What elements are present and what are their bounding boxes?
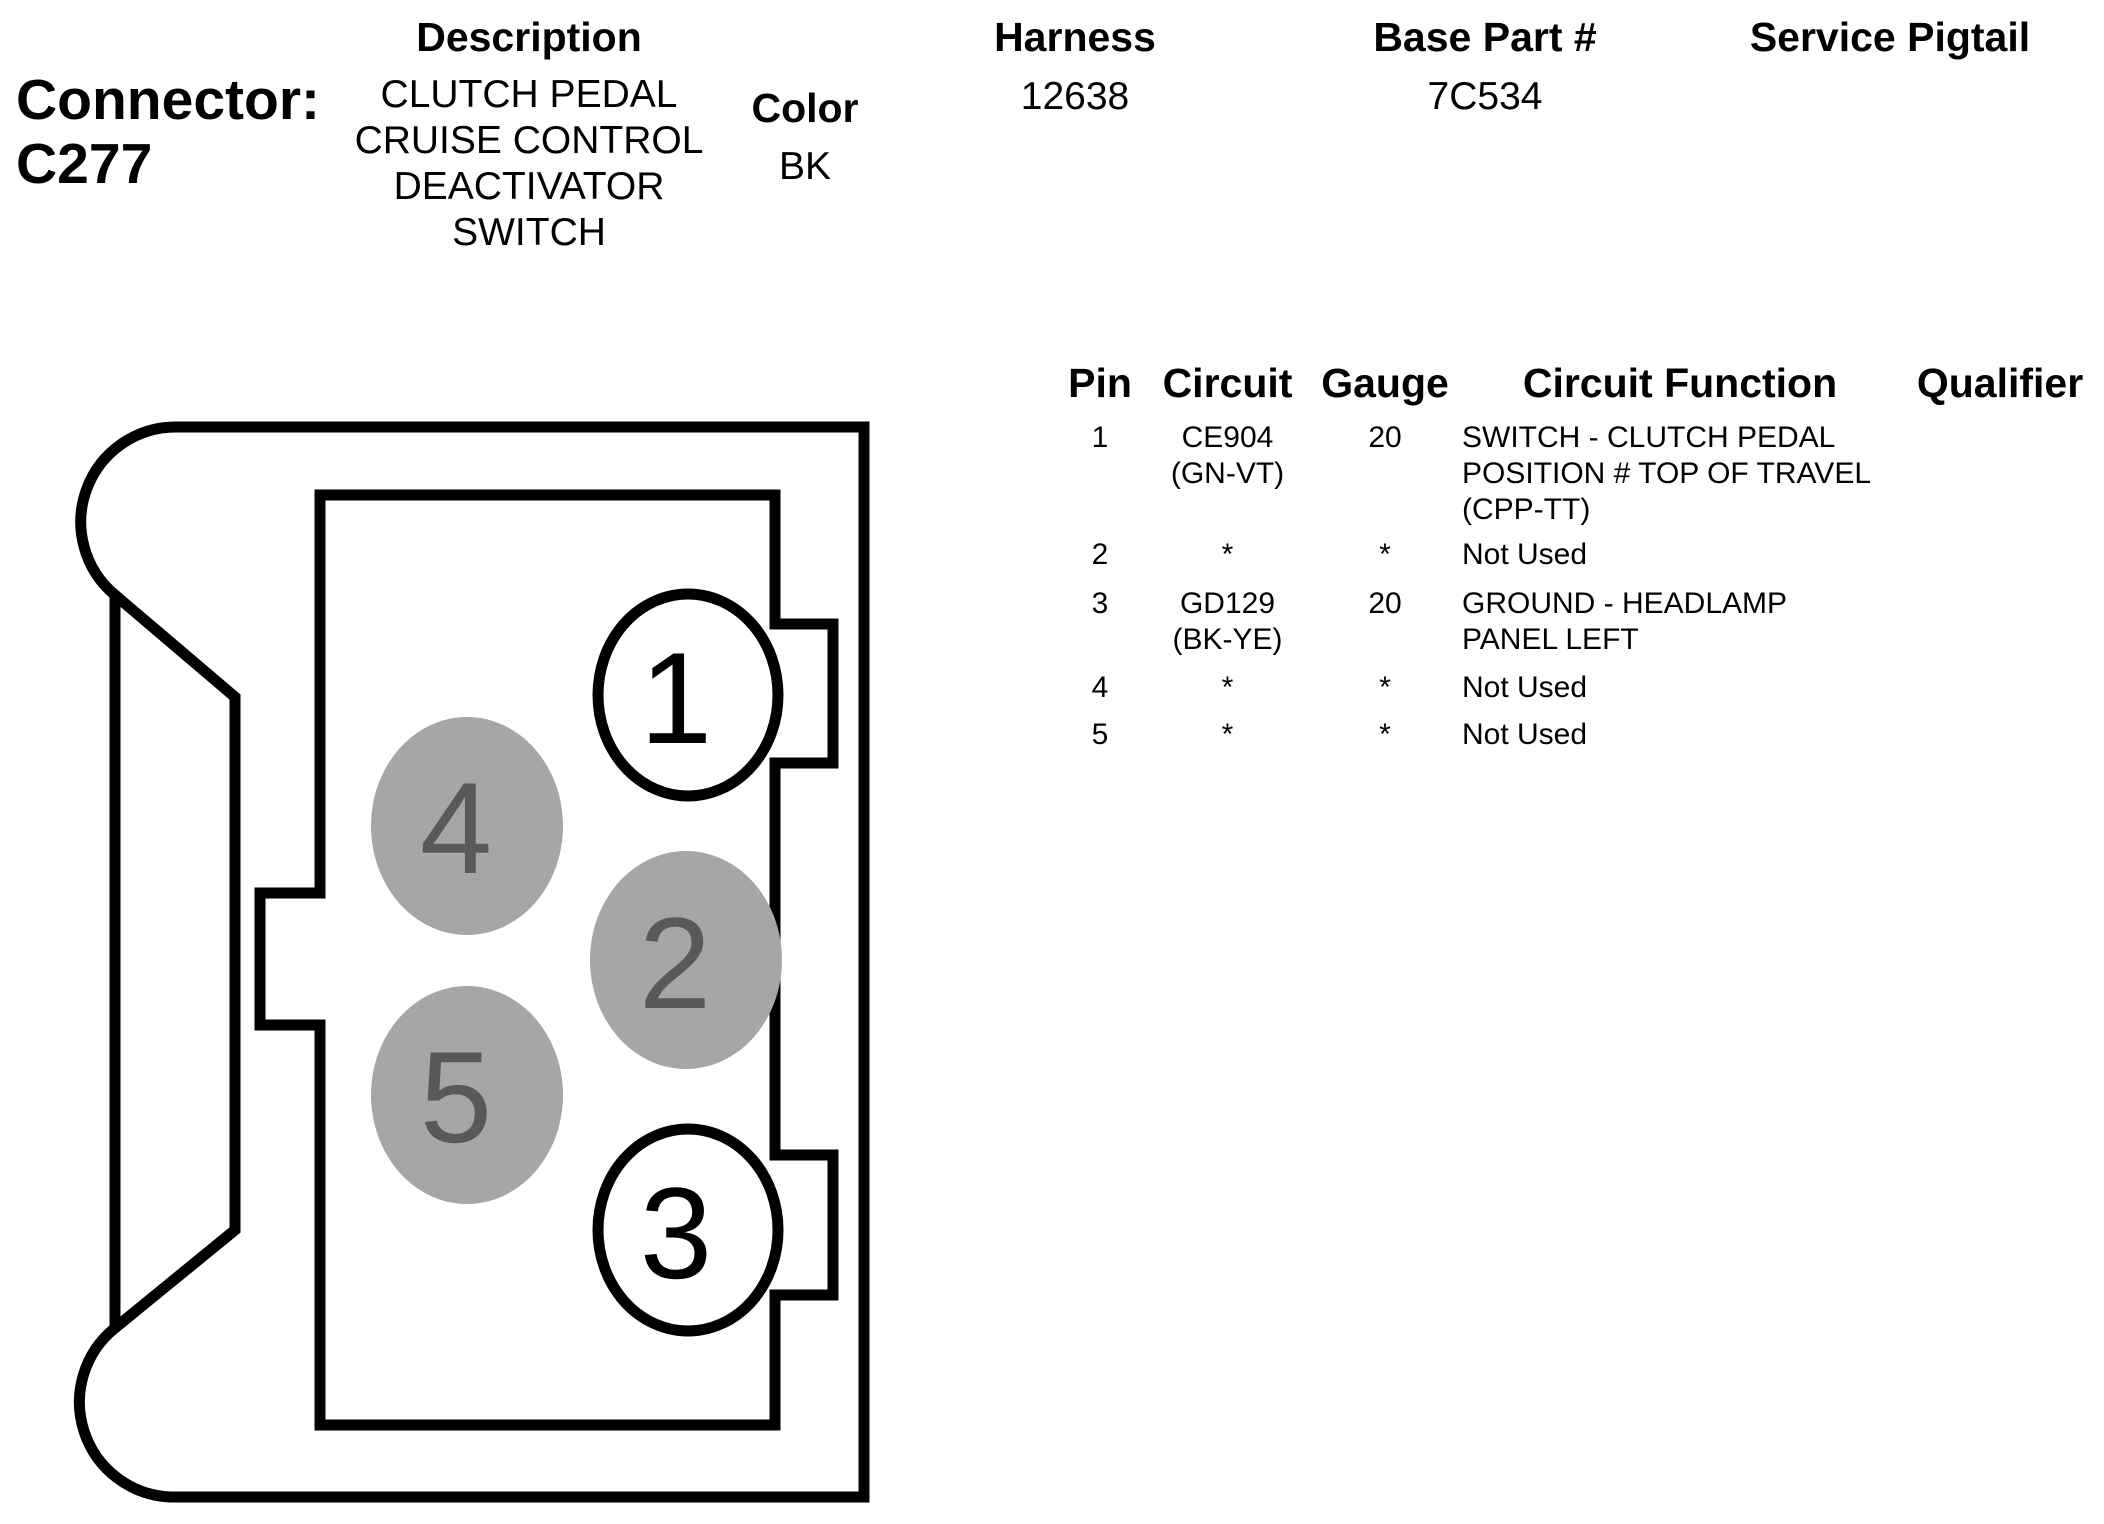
circuit-cell: *	[1221, 718, 1234, 751]
function-line: PANEL LEFT	[1462, 623, 1639, 656]
circuit-function-cell: Not Used	[1462, 718, 1588, 751]
pin-cell: 1	[1091, 421, 1109, 454]
pin-3-cavity	[592, 1123, 784, 1337]
pin-4-label: 4	[420, 755, 492, 901]
function-line: SWITCH - CLUTCH PEDAL	[1462, 421, 1836, 454]
pin-2: 2	[590, 851, 782, 1069]
circuit-function-cell: SWITCH - CLUTCH PEDAL POSITION # TOP OF …	[1462, 420, 1902, 528]
pin-2-cavity	[590, 851, 782, 1069]
base-part-header: Base Part #	[1373, 14, 1597, 60]
description-line: CLUTCH PEDAL	[380, 73, 678, 116]
connector-label: Connector:	[16, 68, 320, 132]
pin-2-label: 2	[639, 890, 711, 1036]
column-header-circuit: Circuit	[1162, 360, 1293, 406]
connector-inner-cavity	[254, 489, 839, 1431]
column-header-circuit-function: Circuit Function	[1522, 360, 1838, 406]
function-line: (CPP-TT)	[1462, 493, 1591, 526]
color-value: BK	[778, 145, 832, 188]
circuit-cell: *	[1221, 538, 1234, 571]
pin-cell: 2	[1091, 538, 1109, 571]
base-part-value: 7C534	[1427, 75, 1543, 118]
circuit-function-cell: Not Used	[1462, 538, 1588, 571]
color-header: Color	[751, 85, 859, 131]
function-line: POSITION # TOP OF TRAVEL	[1462, 457, 1872, 490]
connector-latch-ramp	[109, 589, 241, 1334]
pin-1-label: 1	[640, 625, 712, 771]
connector-id: C277	[16, 132, 153, 196]
pin-cell: 4	[1091, 671, 1109, 704]
harness-value: 12638	[1020, 75, 1130, 118]
column-header-gauge: Gauge	[1321, 360, 1449, 406]
circuit-code: GD129	[1179, 587, 1276, 620]
column-header-qualifier: Qualifier	[1916, 360, 2084, 406]
service-pigtail-header: Service Pigtail	[1749, 14, 2031, 60]
pin-cell: 5	[1091, 718, 1109, 751]
description-line: CRUISE CONTROL	[354, 119, 704, 162]
circuit-color: (BK-YE)	[1172, 623, 1283, 656]
pin-5: 5	[371, 986, 563, 1204]
circuit-cell: GD129 (BK-YE)	[1150, 586, 1305, 658]
description-header: Description	[416, 14, 642, 60]
gauge-cell: *	[1379, 538, 1391, 571]
pin-cell: 3	[1091, 587, 1109, 620]
description-line: SWITCH	[452, 211, 606, 254]
circuit-function-cell: Not Used	[1462, 671, 1588, 704]
pin-1-cavity	[592, 588, 784, 802]
connector-title: Connector: C277	[16, 68, 320, 196]
gauge-cell: *	[1379, 671, 1391, 704]
column-header-pin: Pin	[1068, 360, 1132, 406]
gauge-cell: 20	[1368, 421, 1402, 454]
harness-header: Harness	[994, 14, 1156, 60]
circuit-cell: CE904 (GN-VT)	[1150, 420, 1305, 492]
pin-1: 1	[592, 588, 784, 802]
function-line: GROUND - HEADLAMP	[1462, 587, 1788, 620]
pin-3: 3	[592, 1123, 784, 1337]
circuit-color: (GN-VT)	[1170, 457, 1285, 490]
circuit-code: CE904	[1181, 421, 1274, 454]
pin-4: 4	[371, 717, 563, 935]
description-line: DEACTIVATOR	[393, 165, 665, 208]
pin-3-label: 3	[640, 1160, 712, 1306]
description-value: CLUTCH PEDAL CRUISE CONTROL DEACTIVATOR …	[329, 72, 729, 256]
gauge-cell: *	[1379, 718, 1391, 751]
pin-5-cavity	[371, 986, 563, 1204]
gauge-cell: 20	[1368, 587, 1402, 620]
circuit-function-cell: GROUND - HEADLAMP PANEL LEFT	[1462, 586, 1902, 658]
circuit-cell: *	[1221, 671, 1234, 704]
pin-5-label: 5	[420, 1024, 492, 1170]
pin-4-cavity	[371, 717, 563, 935]
